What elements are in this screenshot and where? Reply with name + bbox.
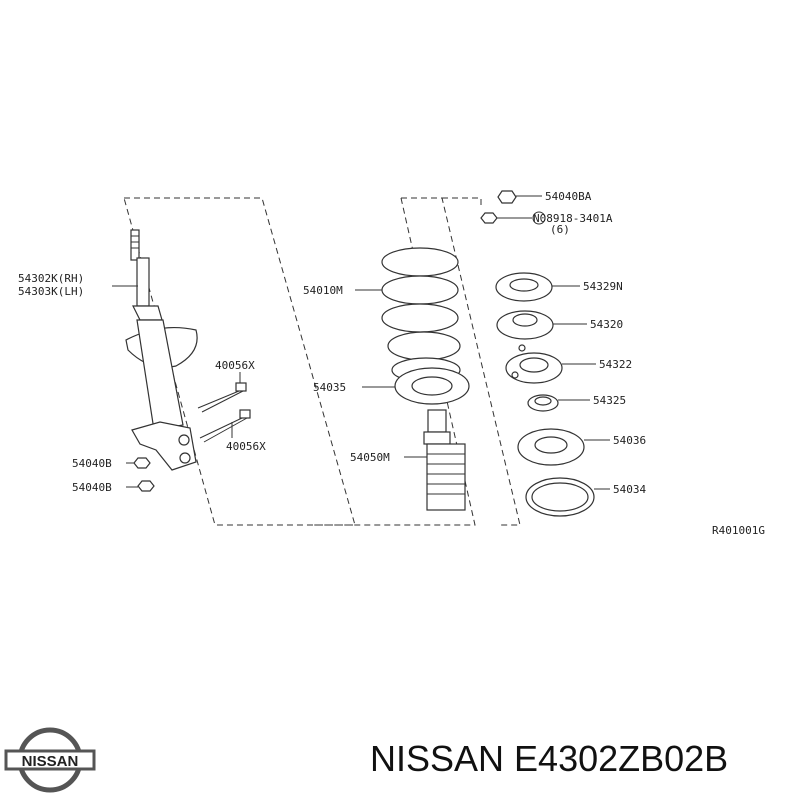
bolt-upper: [197, 382, 247, 413]
label-spring-seat: 54035: [313, 381, 346, 394]
mount-plate: [495, 272, 553, 302]
label-bearing: 54325: [593, 394, 626, 407]
rubber-seat: [525, 477, 595, 517]
part-title: NISSAN E4302ZB02B: [370, 738, 729, 779]
label-upper-seat: 54036: [613, 434, 646, 447]
upper-seat: [517, 428, 585, 466]
label-nut-2: 54040B: [72, 481, 112, 494]
top-nut: [497, 190, 517, 204]
mount-group-outline: [401, 197, 521, 526]
mount-group-frame: [442, 197, 482, 205]
bolt-lower: [199, 409, 251, 443]
spring-seat: [394, 367, 470, 405]
n-marker-icon: [532, 211, 546, 225]
strut-assembly: [125, 229, 198, 471]
label-top-nut: 54040BA: [545, 190, 592, 203]
nut-2: [137, 480, 155, 492]
mount-insulator: [496, 310, 554, 340]
label-washer-qty: (6): [550, 223, 570, 236]
logo-text: NISSAN: [22, 753, 79, 770]
diagram-ref-code: R401001G: [712, 524, 765, 537]
nissan-logo: NISSAN: [4, 727, 96, 793]
washer-nut: [480, 212, 498, 224]
coil-spring: [381, 247, 461, 383]
label-mount-insulator: 54320: [590, 318, 623, 331]
nut-1: [133, 457, 151, 469]
label-washer-code: N08918-3401A: [533, 212, 613, 225]
label-nut-1: 54040B: [72, 457, 112, 470]
mount-bracket: [505, 344, 563, 384]
bump-stop-boot: [423, 409, 466, 511]
label-rubber-seat: 54034: [613, 483, 646, 496]
label-mount-plate: 54329N: [583, 280, 623, 293]
label-mount-bracket: 54322: [599, 358, 632, 371]
label-strut-lh: 54303K(LH): [18, 285, 84, 298]
label-bolt-lower: 40056X: [226, 440, 266, 453]
strut-group-frame: [123, 197, 356, 526]
label-bumper: 54050M: [350, 451, 390, 464]
bearing: [527, 394, 559, 412]
label-bolt-upper: 40056X: [215, 359, 255, 372]
label-strut-rh: 54302K(RH): [18, 272, 84, 285]
label-spring: 54010M: [303, 284, 343, 297]
